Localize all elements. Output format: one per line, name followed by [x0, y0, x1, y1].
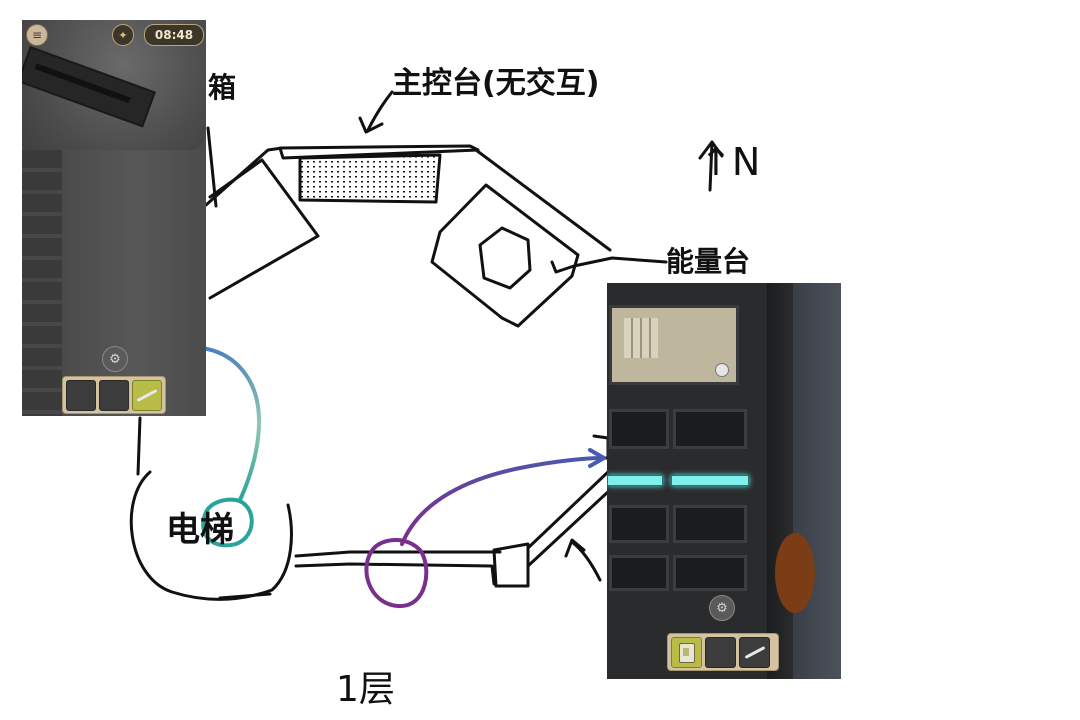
console-pointer [366, 90, 394, 132]
label-elevator: 电梯 [166, 510, 234, 550]
gear-icon[interactable]: ⚙ [102, 346, 128, 372]
small-box [492, 542, 530, 588]
switch-knob[interactable] [715, 363, 729, 377]
game-clock: 08:48 [144, 24, 204, 46]
lightbulb-icon[interactable]: ✦ [112, 24, 134, 46]
teal-circle [201, 497, 254, 548]
label-box-fragment: 箱 [208, 71, 237, 104]
inventory-bar [667, 633, 779, 671]
switch-plate [624, 318, 658, 358]
panel-mid-right [673, 505, 747, 543]
wall-west [136, 416, 142, 476]
corridor-south-bottom [294, 562, 496, 586]
rod-icon [136, 389, 158, 402]
console-pointer-head [358, 116, 384, 134]
label-energy: 能量台 [666, 245, 751, 278]
corridor-south-top [294, 550, 502, 558]
elevator-room-screenshot: ≡ ✦ 08:48 ⚙ [22, 20, 206, 416]
orange-object [775, 533, 815, 613]
lower-pointer [564, 538, 602, 582]
energy-platform [430, 183, 580, 328]
wall-north-west [204, 146, 284, 207]
panel-upper-right [673, 409, 747, 449]
inventory-slot-3[interactable] [739, 637, 770, 668]
energy-core [478, 226, 532, 290]
north-arrow [698, 140, 724, 192]
keycard-icon [678, 642, 695, 663]
glow-strip-right [671, 475, 749, 486]
energy-pointer [550, 256, 668, 274]
purple-circle [364, 538, 429, 609]
inventory-slot-3[interactable] [132, 380, 162, 411]
label-north: ↑N [700, 140, 761, 184]
glow-strip-left [607, 475, 663, 486]
corridor-south-east [526, 470, 612, 568]
panel-low-right [673, 555, 747, 591]
side-wall [793, 283, 841, 679]
menu-icon[interactable]: ≡ [26, 24, 48, 46]
label-floor: 1层 [336, 669, 395, 710]
elevator-doorline [218, 592, 272, 600]
panel-upper-left [609, 409, 669, 449]
inventory-slot-2[interactable] [99, 380, 129, 411]
purple-route-head [588, 448, 606, 468]
inventory-slot-2[interactable] [705, 637, 736, 668]
wall-north-east [474, 148, 612, 252]
elevator-shaft [129, 470, 293, 601]
wall-panels [22, 150, 62, 416]
wall-left-top [206, 126, 218, 208]
crate-outline [208, 158, 320, 300]
console-box [298, 153, 442, 204]
elevator-pillar [62, 150, 206, 416]
inventory-slot-1[interactable] [66, 380, 96, 411]
teal-route [184, 345, 261, 502]
rod-icon [744, 646, 765, 659]
panel-mid-left [609, 505, 669, 543]
inventory-bar [62, 376, 166, 414]
energy-room-screenshot: ⚙ [607, 283, 841, 679]
inventory-slot-1[interactable] [671, 637, 702, 668]
purple-route [400, 456, 604, 546]
door-frame [767, 283, 795, 679]
panel-low-left [609, 555, 669, 591]
label-console: 主控台(无交互) [392, 66, 600, 101]
gear-icon[interactable]: ⚙ [709, 595, 735, 621]
